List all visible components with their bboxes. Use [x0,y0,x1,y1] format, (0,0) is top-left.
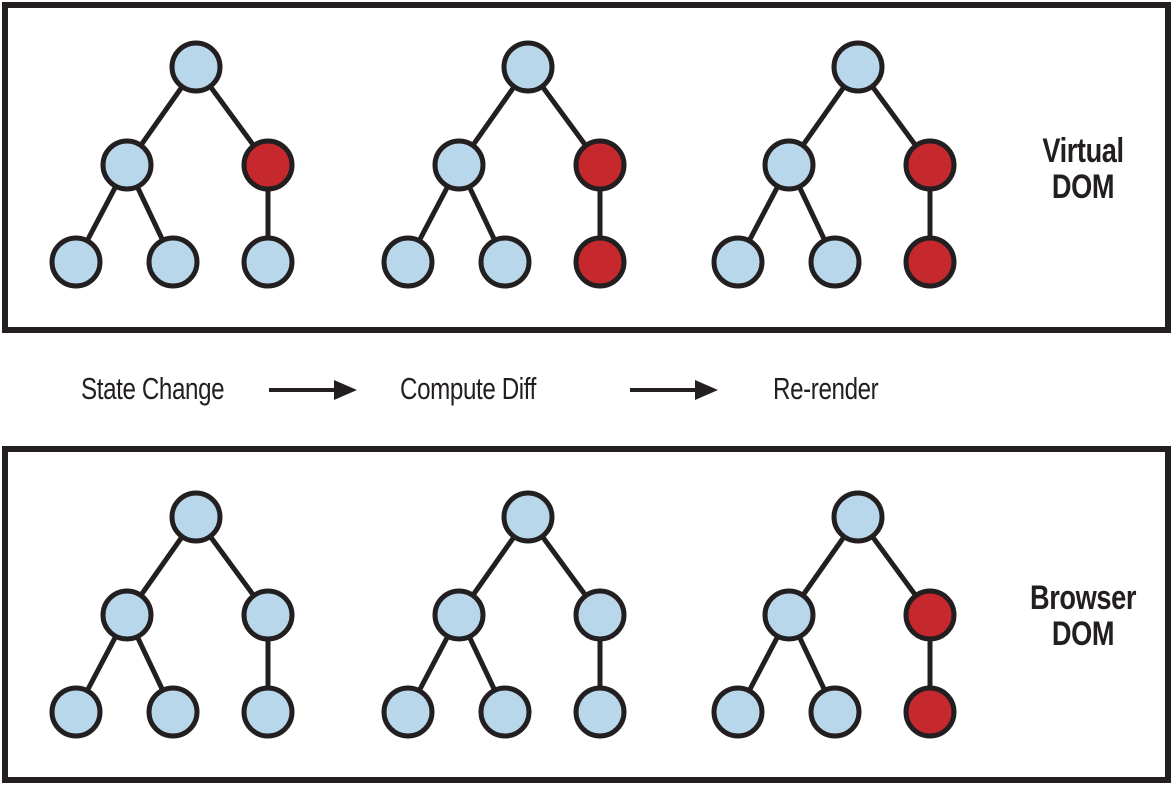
tree-node-leaf2-blue [478,685,532,739]
tree-node-leaf1-blue [49,235,103,289]
virtual-dom-panel: Virtual DOM [2,2,1171,333]
tree-node-left-blue [432,588,486,642]
tree-node-leaf2-blue [146,685,200,739]
tree-node-right-red [903,588,957,642]
browser-dom-trees [49,490,957,739]
tree-node-right-red [903,138,957,192]
tree-node-leaf2-blue [808,235,862,289]
tree-node-left-blue [100,588,154,642]
tree-node-leaf2-blue [478,235,532,289]
flow-step-re-render: Re-render [773,371,879,406]
tree-node-root-blue [831,490,885,544]
tree-node-left-blue [762,588,816,642]
virtual-dom-label-line2: DOM [1051,168,1115,207]
tree-node-leaf2-blue [808,685,862,739]
tree-node-root-blue [169,490,223,544]
flow-step-state-change: State Change [81,371,225,406]
virtual-dom-label-line1: Virtual [1042,132,1124,170]
right-arrow-icon [269,380,357,400]
tree-node-right-blue [573,588,627,642]
tree-node-leaf1-blue [711,235,765,289]
tree-node-right-red [573,138,627,192]
tree-node-leaf2-blue [146,235,200,289]
browser-dom-panel: Browser DOM [2,446,1171,783]
tree-node-leaf1-blue [381,235,435,289]
tree-node-root-blue [831,40,885,94]
tree-node-right-red [241,138,295,192]
tree-node-leaf3-red [573,235,627,289]
tree-node-leaf1-blue [49,685,103,739]
tree-node-leaf1-blue [381,685,435,739]
browser-dom-label: Browser DOM [1012,580,1154,652]
tree-node-leaf1-blue [711,685,765,739]
tree-node-left-blue [432,138,486,192]
flow-row: State Change Compute Diff Re-render [0,333,1173,446]
tree-node-leaf3-red [903,685,957,739]
tree-node-root-blue [501,40,555,94]
virtual-dom-label: Virtual DOM [1012,133,1154,205]
tree-node-root-blue [169,40,223,94]
tree-node-leaf3-red [903,235,957,289]
virtual-dom-trees [49,40,957,289]
right-arrow-icon [630,380,718,400]
tree-node-left-blue [100,138,154,192]
tree-node-left-blue [762,138,816,192]
tree-node-root-blue [501,490,555,544]
flow-step-compute-diff: Compute Diff [400,371,536,406]
tree-node-right-blue [241,588,295,642]
tree-node-leaf3-blue [241,685,295,739]
tree-node-leaf3-blue [241,235,295,289]
browser-dom-label-line1: Browser [1029,579,1137,617]
browser-dom-label-line2: DOM [1051,615,1115,654]
tree-node-leaf3-blue [573,685,627,739]
